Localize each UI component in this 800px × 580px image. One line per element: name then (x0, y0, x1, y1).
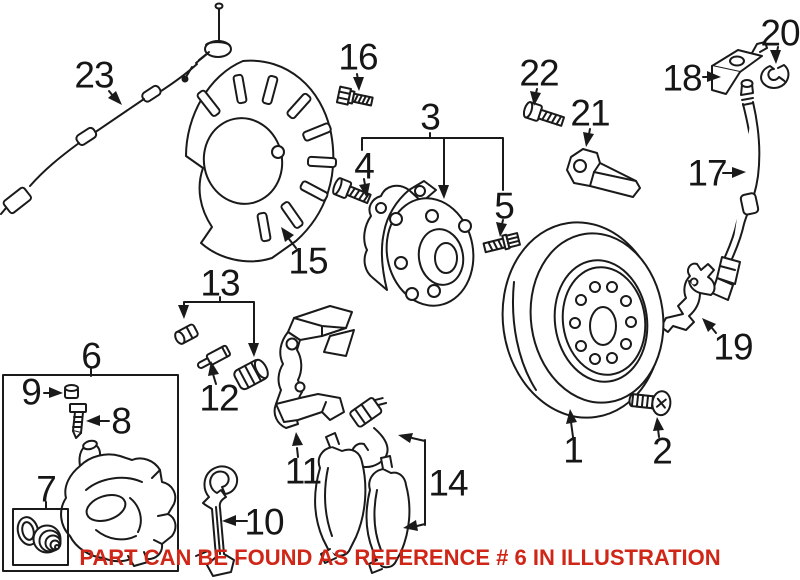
part-8-bleeder-screw (69, 403, 87, 439)
callout-12: 12 (199, 377, 239, 419)
part-18-hose-bracket (711, 41, 768, 95)
callout-22: 22 (519, 52, 559, 94)
callout-6: 6 (81, 335, 102, 377)
callout-8: 8 (111, 400, 132, 442)
callout-leader-lines (43, 46, 779, 527)
reference-caption: PART CAN BE FOUND AS REFERENCE # 6 IN IL… (79, 545, 721, 570)
part-19-hose-bracket (660, 262, 716, 333)
callout-23: 23 (74, 54, 114, 96)
callout-13: 13 (200, 262, 240, 304)
callout-9: 9 (21, 371, 42, 413)
part-4-bolt (332, 177, 372, 205)
callout-10: 10 (244, 501, 284, 543)
callout-18: 18 (662, 57, 702, 99)
callout-arrowheads (49, 50, 781, 531)
part-23-abs-sensor-wire (0, 2, 232, 215)
part-2-rotor-screw (628, 390, 672, 417)
part-7-group-box (12, 508, 69, 566)
callout-3: 3 (420, 96, 441, 138)
callout-16: 16 (338, 36, 378, 78)
callout-1: 1 (563, 429, 584, 471)
callout-2: 2 (652, 430, 673, 472)
part-1-brake-rotor (501, 221, 665, 419)
callout-5: 5 (494, 185, 515, 227)
part-12-guide-pin (196, 344, 232, 369)
part-6-brake-caliper (60, 439, 177, 567)
callout-20: 20 (760, 12, 800, 54)
callout-4: 4 (354, 145, 375, 187)
part-15-splash-shield (185, 59, 338, 263)
callout-14: 14 (428, 462, 468, 504)
part-7-piston-seal-boot (16, 516, 62, 554)
part-14-brake-pads (314, 397, 411, 574)
callout-17: 17 (687, 152, 727, 194)
part-20-clip (760, 64, 790, 89)
callout-7: 7 (36, 468, 57, 510)
part-9-bleeder-cap (64, 384, 79, 399)
callout-21: 21 (570, 92, 610, 134)
callout-19: 19 (713, 326, 753, 368)
part-16-bolt (335, 85, 374, 107)
part-21-abs-sensor (566, 148, 641, 198)
callout-15: 15 (288, 240, 328, 282)
callout-11: 11 (284, 450, 322, 492)
part-17-brake-hose (711, 79, 761, 301)
part-11-caliper-bracket (273, 305, 355, 429)
part-22-bolt (522, 101, 566, 127)
part-10-retaining-spring (195, 465, 239, 577)
part-3-wheel-hub (363, 180, 475, 307)
part-5-bolt (482, 232, 521, 254)
part-13-guide-bushings (174, 323, 269, 391)
